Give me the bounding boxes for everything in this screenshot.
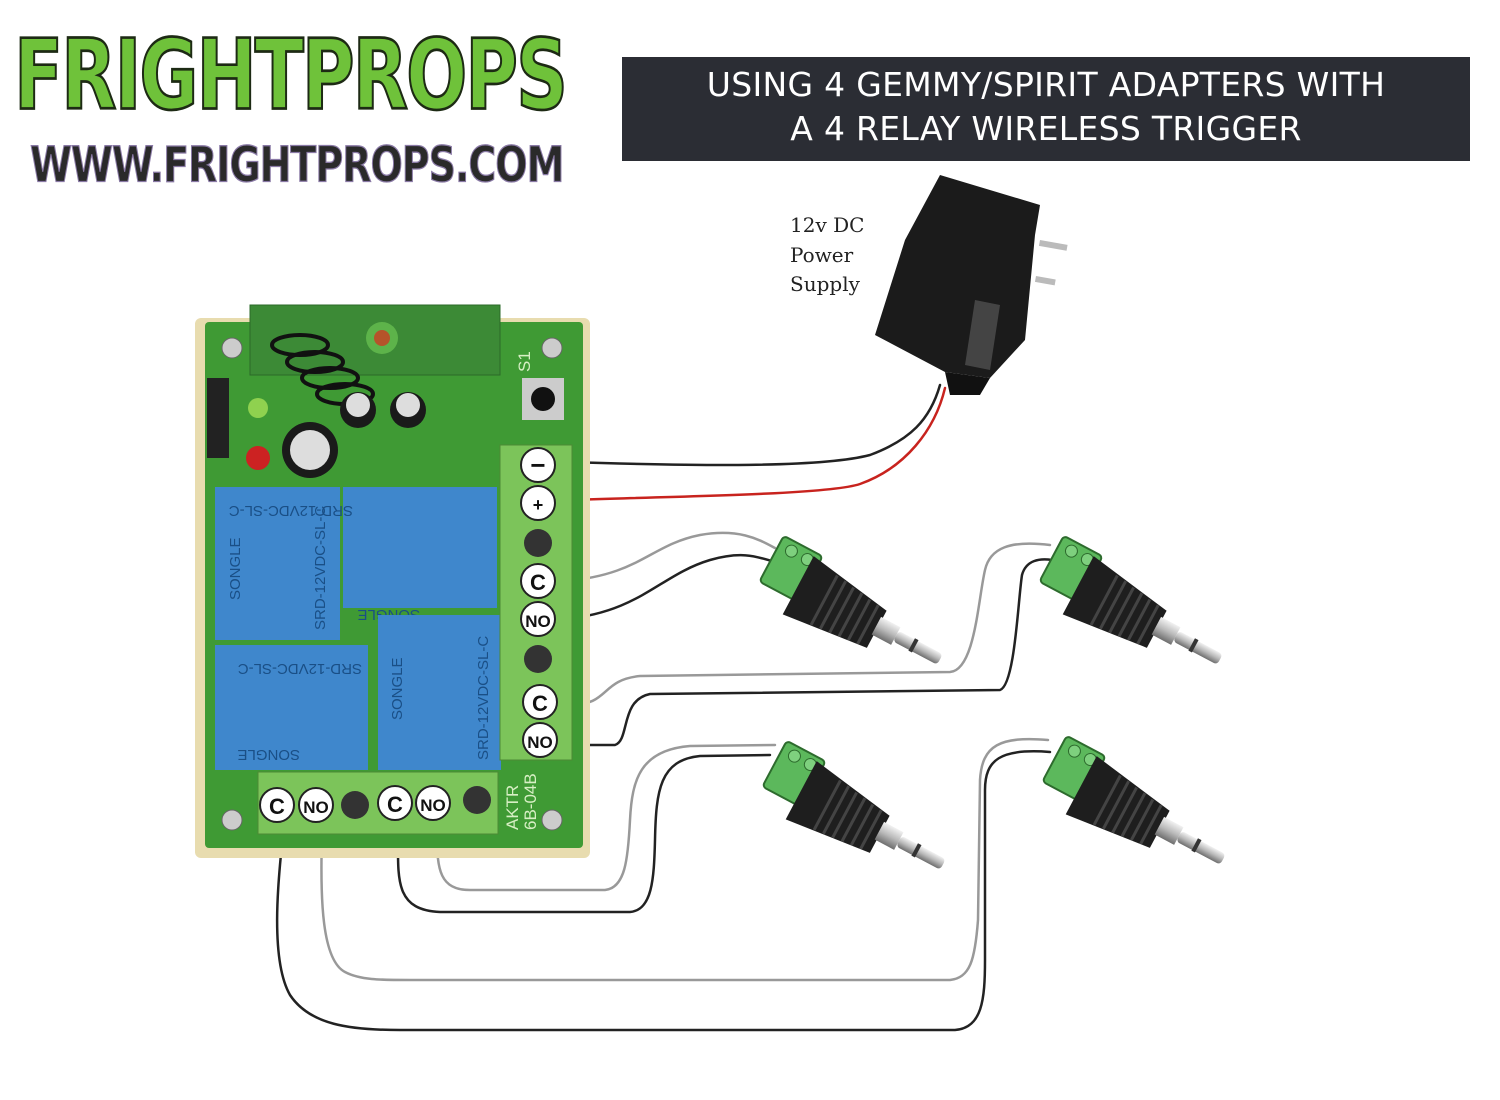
psu-label-line-3: Supply	[790, 272, 860, 296]
power-supply-label: 12v DC Power Supply	[790, 211, 864, 300]
right-terminals: − + C NO C NO	[520, 447, 558, 758]
wire-no4	[320, 737, 1050, 982]
wire-c2	[568, 542, 1052, 707]
title-line-2: A 4 RELAY WIRELESS TRIGGER	[790, 109, 1302, 148]
title-line-1: USING 4 GEMMY/SPIRIT ADAPTERS WITH	[706, 65, 1386, 104]
logo-name: FRIGHTPROPS	[13, 17, 569, 133]
adapter-3	[752, 739, 962, 897]
terminal-no-relay1[interactable]: NO	[520, 601, 556, 637]
terminal-no-relay3[interactable]: NO	[298, 787, 334, 823]
adapter-4	[1032, 734, 1242, 892]
wire-no1	[563, 553, 777, 621]
svg-text:+: +	[533, 495, 544, 515]
terminal-no-relay4[interactable]: NO	[415, 785, 451, 821]
svg-text:C: C	[530, 570, 546, 595]
wire-c4	[275, 750, 1052, 1032]
terminal-screw	[463, 786, 491, 814]
svg-text:AKTR: AKTR	[503, 785, 522, 830]
svg-text:−: −	[530, 450, 545, 480]
relay-3: SRD-12VDC-SL-C SONGLE	[215, 645, 368, 770]
wire-positive	[563, 386, 947, 502]
svg-text:NO: NO	[303, 798, 329, 817]
terminal-no-relay2[interactable]: NO	[522, 722, 558, 758]
wire-no3	[435, 743, 777, 892]
diagram-title: USING 4 GEMMY/SPIRIT ADAPTERS WITH A 4 R…	[622, 57, 1470, 161]
svg-text:C: C	[532, 691, 548, 716]
frightprops-logo[interactable]: FRIGHTPROPS WWW.FRIGHTPROPS.COM	[13, 17, 604, 194]
terminal-c-relay3[interactable]: C	[259, 787, 295, 823]
psu-label-line-2: Power	[790, 242, 854, 267]
svg-text:SRD-12VDC-SL-C: SRD-12VDC-SL-C	[312, 506, 329, 630]
terminal-screw	[524, 529, 552, 557]
wire-no2	[568, 558, 1054, 747]
adapter-2	[1029, 534, 1239, 692]
psu-label-line-1: 12v DC	[790, 213, 865, 237]
terminal-screw	[524, 645, 552, 673]
adapter-1	[749, 534, 959, 692]
svg-text:NO: NO	[420, 796, 446, 815]
s1-label: S1	[515, 351, 534, 372]
relay-board: S1 SRD-12VDC-SL-C SONGLE SRD-12VDC-SL-C …	[195, 304, 590, 858]
bottom-terminals: C NO C NO	[259, 785, 491, 823]
svg-text:NO: NO	[525, 612, 551, 631]
svg-text:C: C	[387, 792, 403, 817]
terminal-c-relay2[interactable]: C	[522, 684, 558, 720]
terminal-negative[interactable]: −	[520, 447, 556, 483]
svg-text:C: C	[269, 794, 285, 819]
wires	[275, 383, 1054, 1032]
svg-text:NO: NO	[527, 733, 553, 752]
svg-text:SONGLE: SONGLE	[227, 537, 244, 600]
relay-2: SRD-12VDC-SL-C SONGLE	[229, 487, 497, 623]
wire-c1	[563, 531, 777, 583]
logo-url: WWW.FRIGHTPROPS.COM	[29, 135, 564, 194]
terminal-c-relay4[interactable]: C	[377, 785, 413, 821]
reset-button-s1[interactable]	[522, 378, 564, 420]
terminal-c-relay1[interactable]: C	[520, 563, 556, 599]
wire-c3	[396, 753, 772, 914]
svg-text:SONGLE: SONGLE	[389, 657, 406, 720]
relay-1: SRD-12VDC-SL-C SONGLE	[215, 487, 340, 640]
wire-negative	[563, 383, 942, 467]
relay-4: SRD-12VDC-SL-C SONGLE	[378, 615, 501, 770]
power-supply	[875, 175, 1068, 395]
svg-text:6B-04B: 6B-04B	[521, 773, 540, 830]
svg-text:SONGLE: SONGLE	[237, 746, 300, 763]
svg-text:SRD-12VDC-SL-C: SRD-12VDC-SL-C	[475, 636, 492, 760]
terminal-positive[interactable]: +	[520, 485, 556, 521]
svg-text:SRD-12VDC-SL-C: SRD-12VDC-SL-C	[238, 660, 362, 677]
svg-text:SRD-12VDC-SL-C: SRD-12VDC-SL-C	[229, 502, 353, 519]
terminal-screw	[341, 791, 369, 819]
